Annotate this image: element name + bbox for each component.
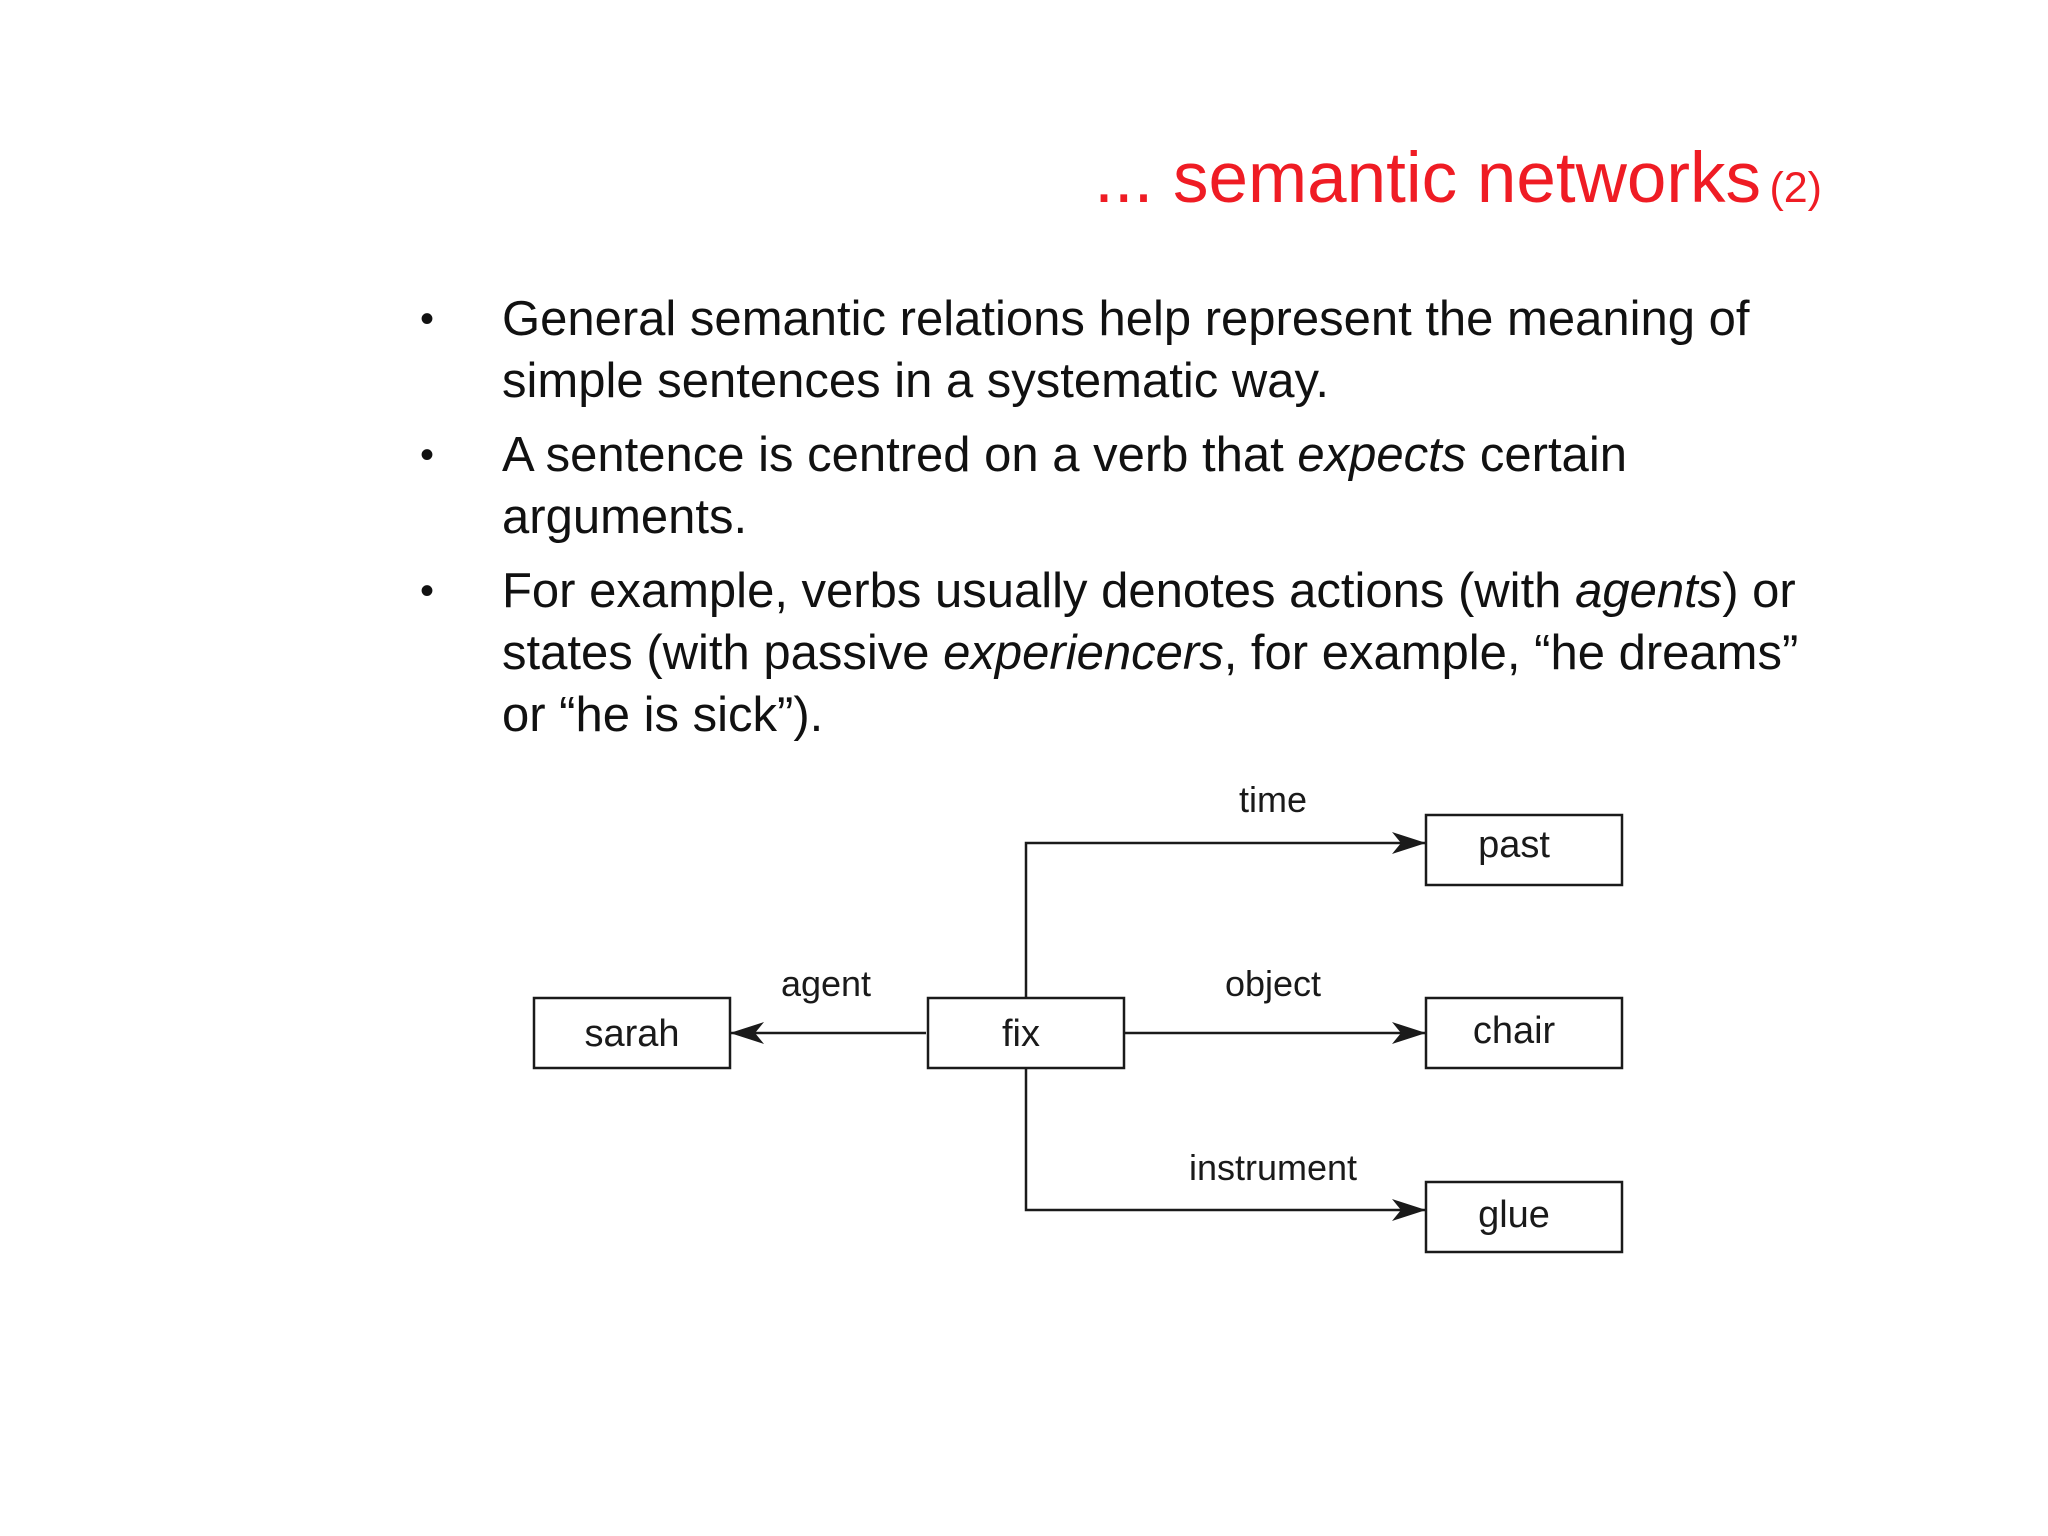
slide-title-suffix: (2) [1769, 164, 1822, 212]
node-past-box [1424, 813, 1624, 887]
node-chair-box [1424, 996, 1624, 1070]
bullet-item: • General semantic relations help represe… [420, 288, 1820, 412]
slide-title-text: ... semantic networks [1094, 139, 1761, 218]
edge-label-instrument: instrument [1189, 1147, 1357, 1188]
bullet-text: certain arguments. [502, 428, 1627, 544]
edge-label-time: time [1239, 779, 1307, 820]
node-sarah-box [532, 996, 732, 1070]
edge-object-arrowhead [1392, 1022, 1426, 1044]
bullet-list: • General semantic relations help represe… [420, 288, 1820, 758]
bullet-item: • A sentence is centred on a verb that ex… [420, 424, 1820, 548]
node-fix-label: fix [1002, 1013, 1040, 1055]
node-sarah-label: sarah [584, 1013, 679, 1055]
bullet-text: For example, verbs usually denotes actio… [502, 564, 1576, 618]
node-glue-label: glue [1478, 1194, 1550, 1236]
bullet-text: A sentence is centred on a verb that [502, 428, 1298, 482]
edge-instrument-arrowhead [1392, 1199, 1426, 1221]
bullet-text: General semantic relations help represen… [502, 292, 1750, 408]
edge-time-arrowhead [1392, 832, 1426, 854]
node-fix-box [926, 996, 1126, 1070]
edge-instrument-line [1024, 1068, 1426, 1212]
slide-title: ... semantic networks (2) [1094, 138, 1822, 219]
node-glue-box [1424, 1180, 1624, 1254]
bullet-text: ) or states (with passive [502, 564, 1796, 680]
bullet-dot: • [420, 433, 435, 477]
node-chair-label: chair [1473, 1010, 1556, 1052]
edge-time-line [1024, 841, 1426, 1000]
edge-agent-arrowhead [730, 1022, 764, 1044]
bullet-text: , for example, “he dreams” or “he is sic… [502, 626, 1799, 742]
edge-label-object: object [1225, 963, 1321, 1004]
bullet-dot: • [420, 297, 435, 341]
bullet-dot: • [420, 569, 435, 613]
node-past-label: past [1478, 824, 1550, 866]
edge-label-agent: agent [781, 963, 871, 1004]
bullet-text-italic: agents [1575, 564, 1723, 618]
bullet-text-italic: expects [1297, 428, 1467, 482]
bullet-text-italic: experiencers [943, 626, 1224, 680]
bullet-item: • For example, verbs usually denotes acti… [420, 560, 1820, 746]
